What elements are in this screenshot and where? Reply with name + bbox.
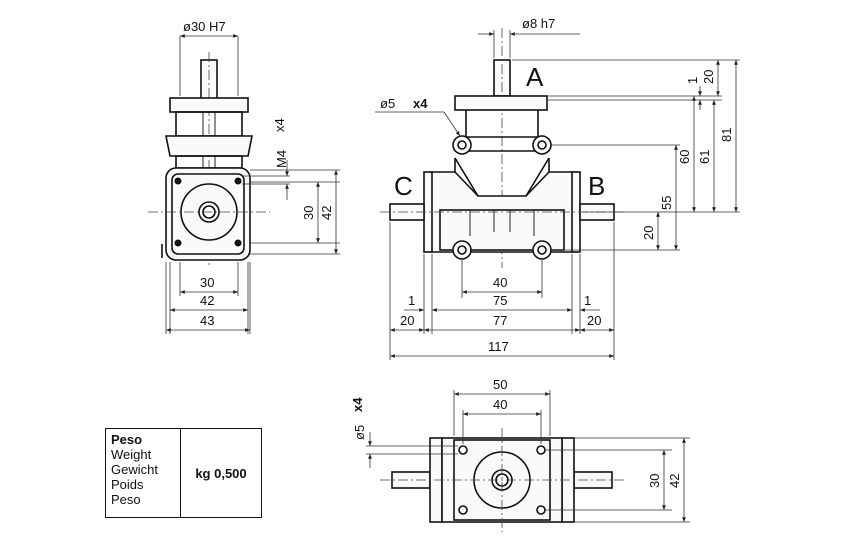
front-hole-label: ø5 [380, 96, 395, 111]
front-vdim-1: 1 [685, 77, 700, 84]
side-dim-30v: 30 [301, 206, 316, 220]
front-hdim-117: 117 [488, 339, 509, 354]
bottom-dim-42: 42 [667, 474, 682, 488]
front-hdim-1l: 1 [408, 293, 415, 308]
bottom-hole-count: x4 [350, 397, 365, 412]
front-hdim-20l: 20 [400, 313, 414, 328]
weight-label-en: Weight [111, 447, 152, 462]
front-vdim-81: 81 [719, 128, 734, 142]
front-vdim-20b: 20 [641, 226, 656, 240]
front-hole-count: x4 [413, 96, 428, 111]
bottom-dim-50: 50 [493, 377, 507, 392]
weight-label-fr: Poids [111, 477, 144, 492]
front-hdim-40: 40 [493, 275, 507, 290]
side-thread-count: x4 [272, 118, 287, 132]
front-vdim-60: 60 [677, 150, 692, 164]
weight-table: Peso Weight Gewicht Poids Peso kg 0,500 [105, 428, 262, 518]
weight-labels: Peso Weight Gewicht Poids Peso [106, 429, 181, 517]
side-dim-30h: 30 [200, 275, 214, 290]
bottom-dim-40: 40 [493, 397, 507, 412]
side-dim-43h: 43 [200, 313, 214, 328]
front-hdim-1r: 1 [584, 293, 591, 308]
front-shaft-fit: ø8 h7 [522, 16, 555, 31]
side-dim-42h: 42 [200, 293, 214, 308]
weight-label-de: Gewicht [111, 462, 158, 477]
front-vdim-20: 20 [701, 70, 716, 84]
bottom-hole-label: ø5 [352, 425, 367, 440]
weight-label-it: Peso [111, 432, 143, 447]
front-hdim-77: 77 [493, 313, 507, 328]
side-thread-label: M4 [274, 150, 289, 168]
label-a: A [526, 62, 544, 92]
side-dim-42v: 42 [319, 206, 334, 220]
side-view: ø30 H7 x4 M4 30 42 30 42 43 [148, 19, 340, 334]
front-holes [452, 135, 552, 260]
weight-label-es: Peso [111, 492, 141, 507]
bottom-dim-30: 30 [647, 474, 662, 488]
bottom-view: 50 40 x4 ø5 30 42 [350, 377, 690, 532]
front-view: A B C ø8 h7 ø5 x4 1 20 60 61 81 55 [375, 16, 740, 360]
front-vdim-55: 55 [659, 196, 674, 210]
front-vdim-61: 61 [697, 150, 712, 164]
label-b: B [588, 171, 605, 201]
front-hdim-75: 75 [493, 293, 507, 308]
weight-value: kg 0,500 [195, 465, 247, 481]
label-c: C [394, 171, 413, 201]
front-hdim-20r: 20 [587, 313, 601, 328]
side-shaft-fit: ø30 H7 [183, 19, 226, 34]
